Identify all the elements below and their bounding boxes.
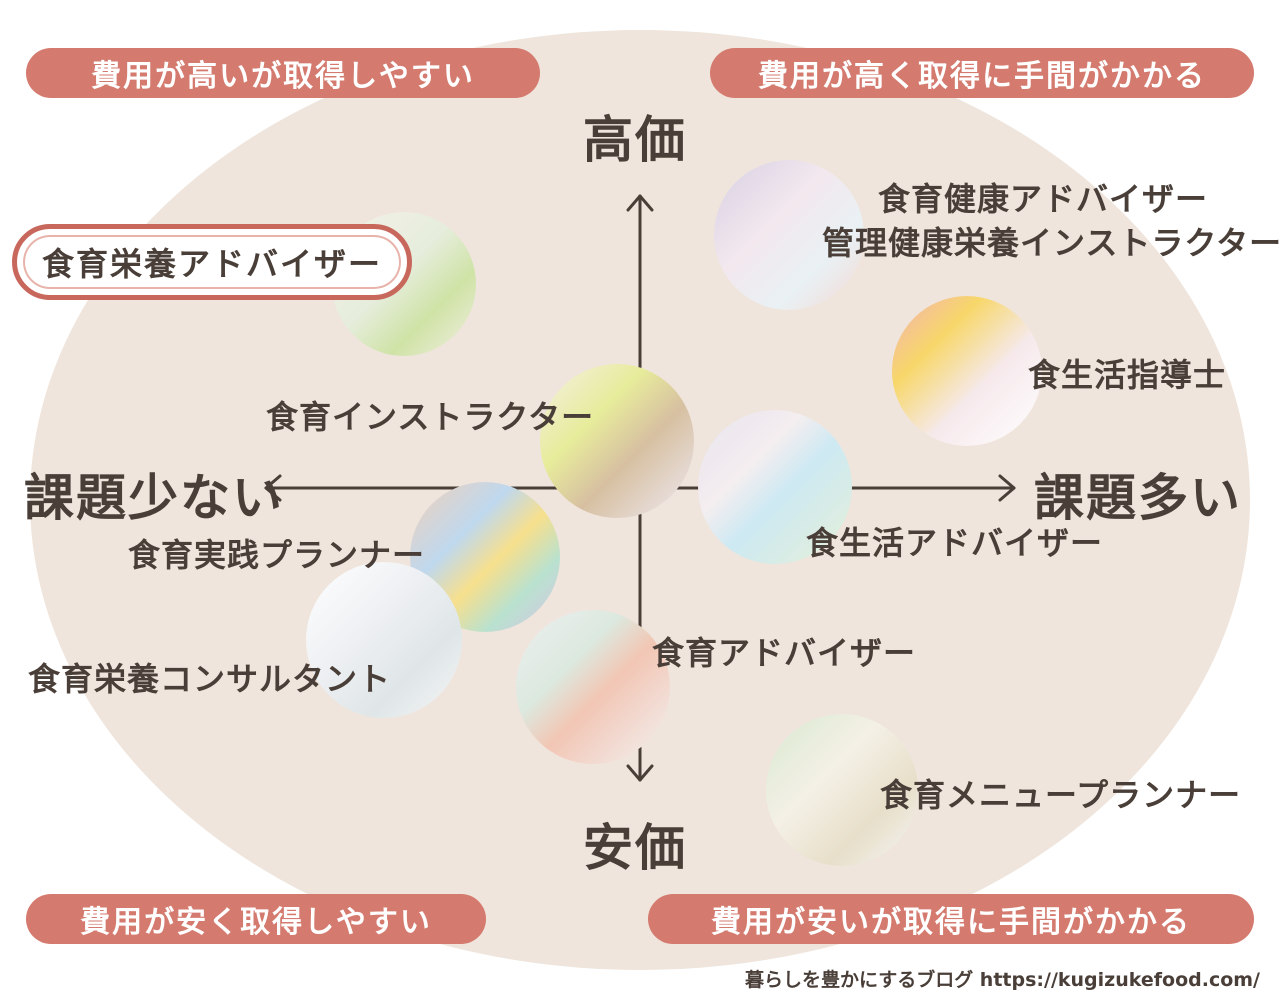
footer-credit: 暮らしを豊かにするブログ https://kugizukefood.com/ (745, 969, 1260, 991)
photo-shokuiku-adviser (516, 610, 670, 764)
photo-shokuseikatsu-adviser (698, 410, 852, 564)
label-shokuiku-adviser: 食育アドバイザー (652, 634, 917, 672)
label-shokuiku-jissen-planner: 食育実践プランナー (128, 536, 426, 574)
arrow-up (626, 194, 654, 212)
label-shokuseikatsu-adviser: 食生活アドバイザー (806, 524, 1104, 562)
arrow-left (264, 474, 282, 502)
label-shokuiku-instructor: 食育インストラクター (266, 398, 595, 436)
corner-bottom-right: 費用が安いが取得に手間がかかる (648, 894, 1254, 944)
photo-shokuiku-menu-planner (766, 714, 918, 866)
axis-label-left: 課題少ない (24, 469, 284, 527)
label-shokuiku-eiyou-consultant: 食育栄養コンサルタント (28, 660, 392, 698)
photo-shokuseikatsu-shidoushi (892, 296, 1042, 446)
arrow-right (998, 474, 1016, 502)
label-shokuiku-kenkou-adviser: 食育健康アドバイザー (878, 180, 1209, 218)
corner-top-right: 費用が高く取得に手間がかかる (710, 48, 1254, 98)
axis-label-top: 高価 (583, 111, 687, 169)
label-shokuseikatsu-shidoushi: 食生活指導士 (1028, 356, 1227, 394)
highlight-shokuiku-eiyou-adviser: 食育栄養アドバイザー (12, 224, 412, 300)
arrow-down (626, 764, 654, 782)
photo-shokuiku-kenkou-adviser (714, 160, 864, 310)
label-shokuiku-menu-planner: 食育メニュープランナー (880, 776, 1242, 814)
photo-shokuiku-eiyou-consultant (306, 562, 462, 718)
axis-label-bottom: 安価 (583, 819, 687, 877)
axis-label-right: 課題多い (1034, 469, 1242, 527)
photo-shokuiku-instructor (540, 364, 694, 518)
label-kanri-kenkou-eiyou: 管理健康栄養インストラクター (822, 224, 1280, 262)
corner-bottom-left: 費用が安く取得しやすい (26, 894, 486, 944)
corner-top-left: 費用が高いが取得しやすい (26, 48, 540, 98)
